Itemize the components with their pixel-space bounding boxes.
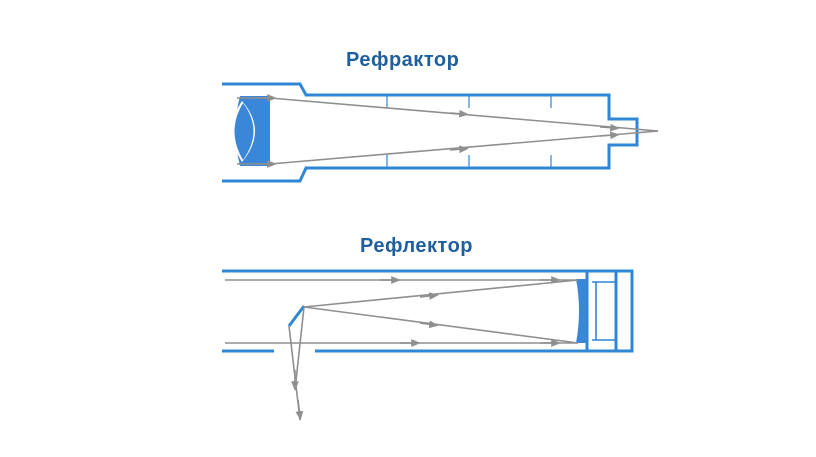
refractor-diagram xyxy=(222,82,659,183)
primary-mirror xyxy=(576,279,587,343)
reflector-diagram xyxy=(222,269,634,421)
mirror-mount xyxy=(592,281,616,341)
refractor-diaphragms xyxy=(386,95,552,168)
refractor-rays xyxy=(237,94,659,168)
reflector-rays xyxy=(225,276,579,421)
reflector-tube xyxy=(222,269,634,353)
objective-lens xyxy=(232,96,270,166)
refractor-title: Рефрактор xyxy=(346,49,460,71)
secondary-mirror xyxy=(287,305,306,327)
reflector-title: Рефлектор xyxy=(360,235,474,257)
